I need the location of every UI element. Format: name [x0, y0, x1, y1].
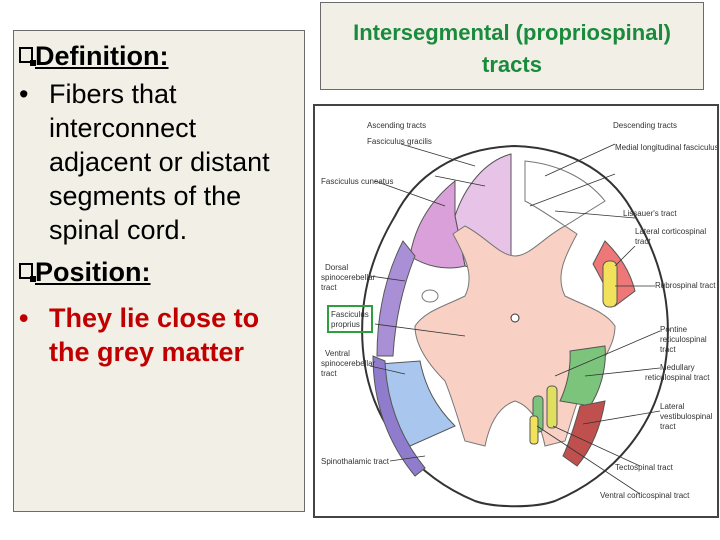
label-lat-cs-1: Lateral corticospinal	[635, 227, 706, 236]
title-line-2: tracts	[482, 52, 542, 77]
rubrospinal-area	[602, 260, 618, 308]
leader-lines	[369, 143, 661, 495]
bullet-icon: •	[19, 79, 29, 109]
checkbox-bullet-icon	[19, 263, 36, 282]
spinal-cord-illustration: Ascending tracts Fasciculus gracilis Fas…	[321, 121, 719, 508]
label-gracilis: Fasciculus gracilis	[367, 137, 432, 146]
definition-heading: Definition:	[35, 41, 169, 71]
fasciculus-proprius-highlight	[327, 305, 373, 333]
label-lat-vest-1: Lateral	[660, 402, 685, 411]
label-mlf: Medial longitudinal fasciculus	[615, 143, 717, 152]
dorsal-spinocerebellar-area	[376, 240, 416, 357]
label-descending: Descending tracts	[613, 121, 677, 130]
label-pontine-2: reticulospinal	[660, 335, 707, 344]
slide-title-box: Intersegmental (propriospinal) tracts	[320, 2, 704, 90]
tectospinal-area	[546, 385, 558, 429]
label-dorsal-sc-1: Dorsal	[325, 263, 348, 272]
label-medullary-1: Medullary	[660, 363, 695, 372]
label-fasciculus-proprius-2: proprius	[331, 320, 360, 329]
spinothalamic-area	[372, 355, 426, 477]
definition-line: Fibers that	[49, 79, 177, 109]
medial-tract-area	[529, 415, 539, 445]
bullet-icon: •	[19, 303, 29, 333]
label-spinothalamic: Spinothalamic tract	[321, 457, 390, 466]
definition-line: adjacent or distant	[49, 147, 270, 177]
label-ventral-sc-1: Ventral	[325, 349, 350, 358]
label-cuneatus: Fasciculus cuneatus	[321, 177, 393, 186]
label-fasciculus-proprius-1: Fasciculus	[331, 310, 369, 319]
label-ventral-sc-2: spinocerebellar	[321, 359, 376, 368]
label-tectospinal: Tectospinal tract	[615, 463, 674, 472]
position-line: They lie close to	[49, 303, 260, 333]
label-ventral-sc-3: tract	[321, 369, 337, 378]
label-medullary-2: reticulospinal tract	[645, 373, 710, 382]
left-lateral-marker	[421, 289, 439, 303]
label-lat-vest-2: vestibulospinal	[660, 412, 713, 421]
definition-line: spinal cord.	[49, 215, 188, 245]
position-text: • They lie close to the grey matter	[19, 301, 304, 369]
label-dorsal-sc-3: tract	[321, 283, 337, 292]
definition-text: • Fibers that interconnect adjacent or d…	[19, 77, 304, 247]
position-line: the grey matter	[49, 337, 245, 367]
title-line-1: Intersegmental (propriospinal)	[353, 20, 671, 45]
label-pontine-1: Pontine	[660, 325, 688, 334]
position-heading-line: Position:	[19, 255, 151, 289]
label-pontine-3: tract	[660, 345, 676, 354]
spinal-cord-diagram: Ascending tracts Fasciculus gracilis Fas…	[313, 104, 719, 518]
definition-heading-line: Definition:	[19, 39, 168, 73]
label-lat-vest-3: tract	[660, 422, 676, 431]
label-lissauer: Lissauer's tract	[623, 209, 677, 218]
label-lat-cs-2: tract	[635, 237, 651, 246]
label-dorsal-sc-2: spinocerebellar	[321, 273, 376, 282]
definition-line: segments of the	[49, 181, 242, 211]
checkbox-bullet-icon	[19, 47, 36, 66]
central-canal	[510, 313, 520, 323]
definition-line: interconnect	[49, 113, 197, 143]
label-ventral-cs: Ventral corticospinal tract	[600, 491, 690, 500]
definition-panel: Definition: • Fibers that interconnect a…	[13, 30, 305, 512]
position-heading: Position:	[35, 257, 151, 287]
right-dorsal-column	[524, 160, 606, 227]
label-ascending: Ascending tracts	[367, 121, 426, 130]
label-rubrospinal: Rubrospinal tract	[655, 281, 716, 290]
slide-title: Intersegmental (propriospinal) tracts	[321, 17, 703, 81]
